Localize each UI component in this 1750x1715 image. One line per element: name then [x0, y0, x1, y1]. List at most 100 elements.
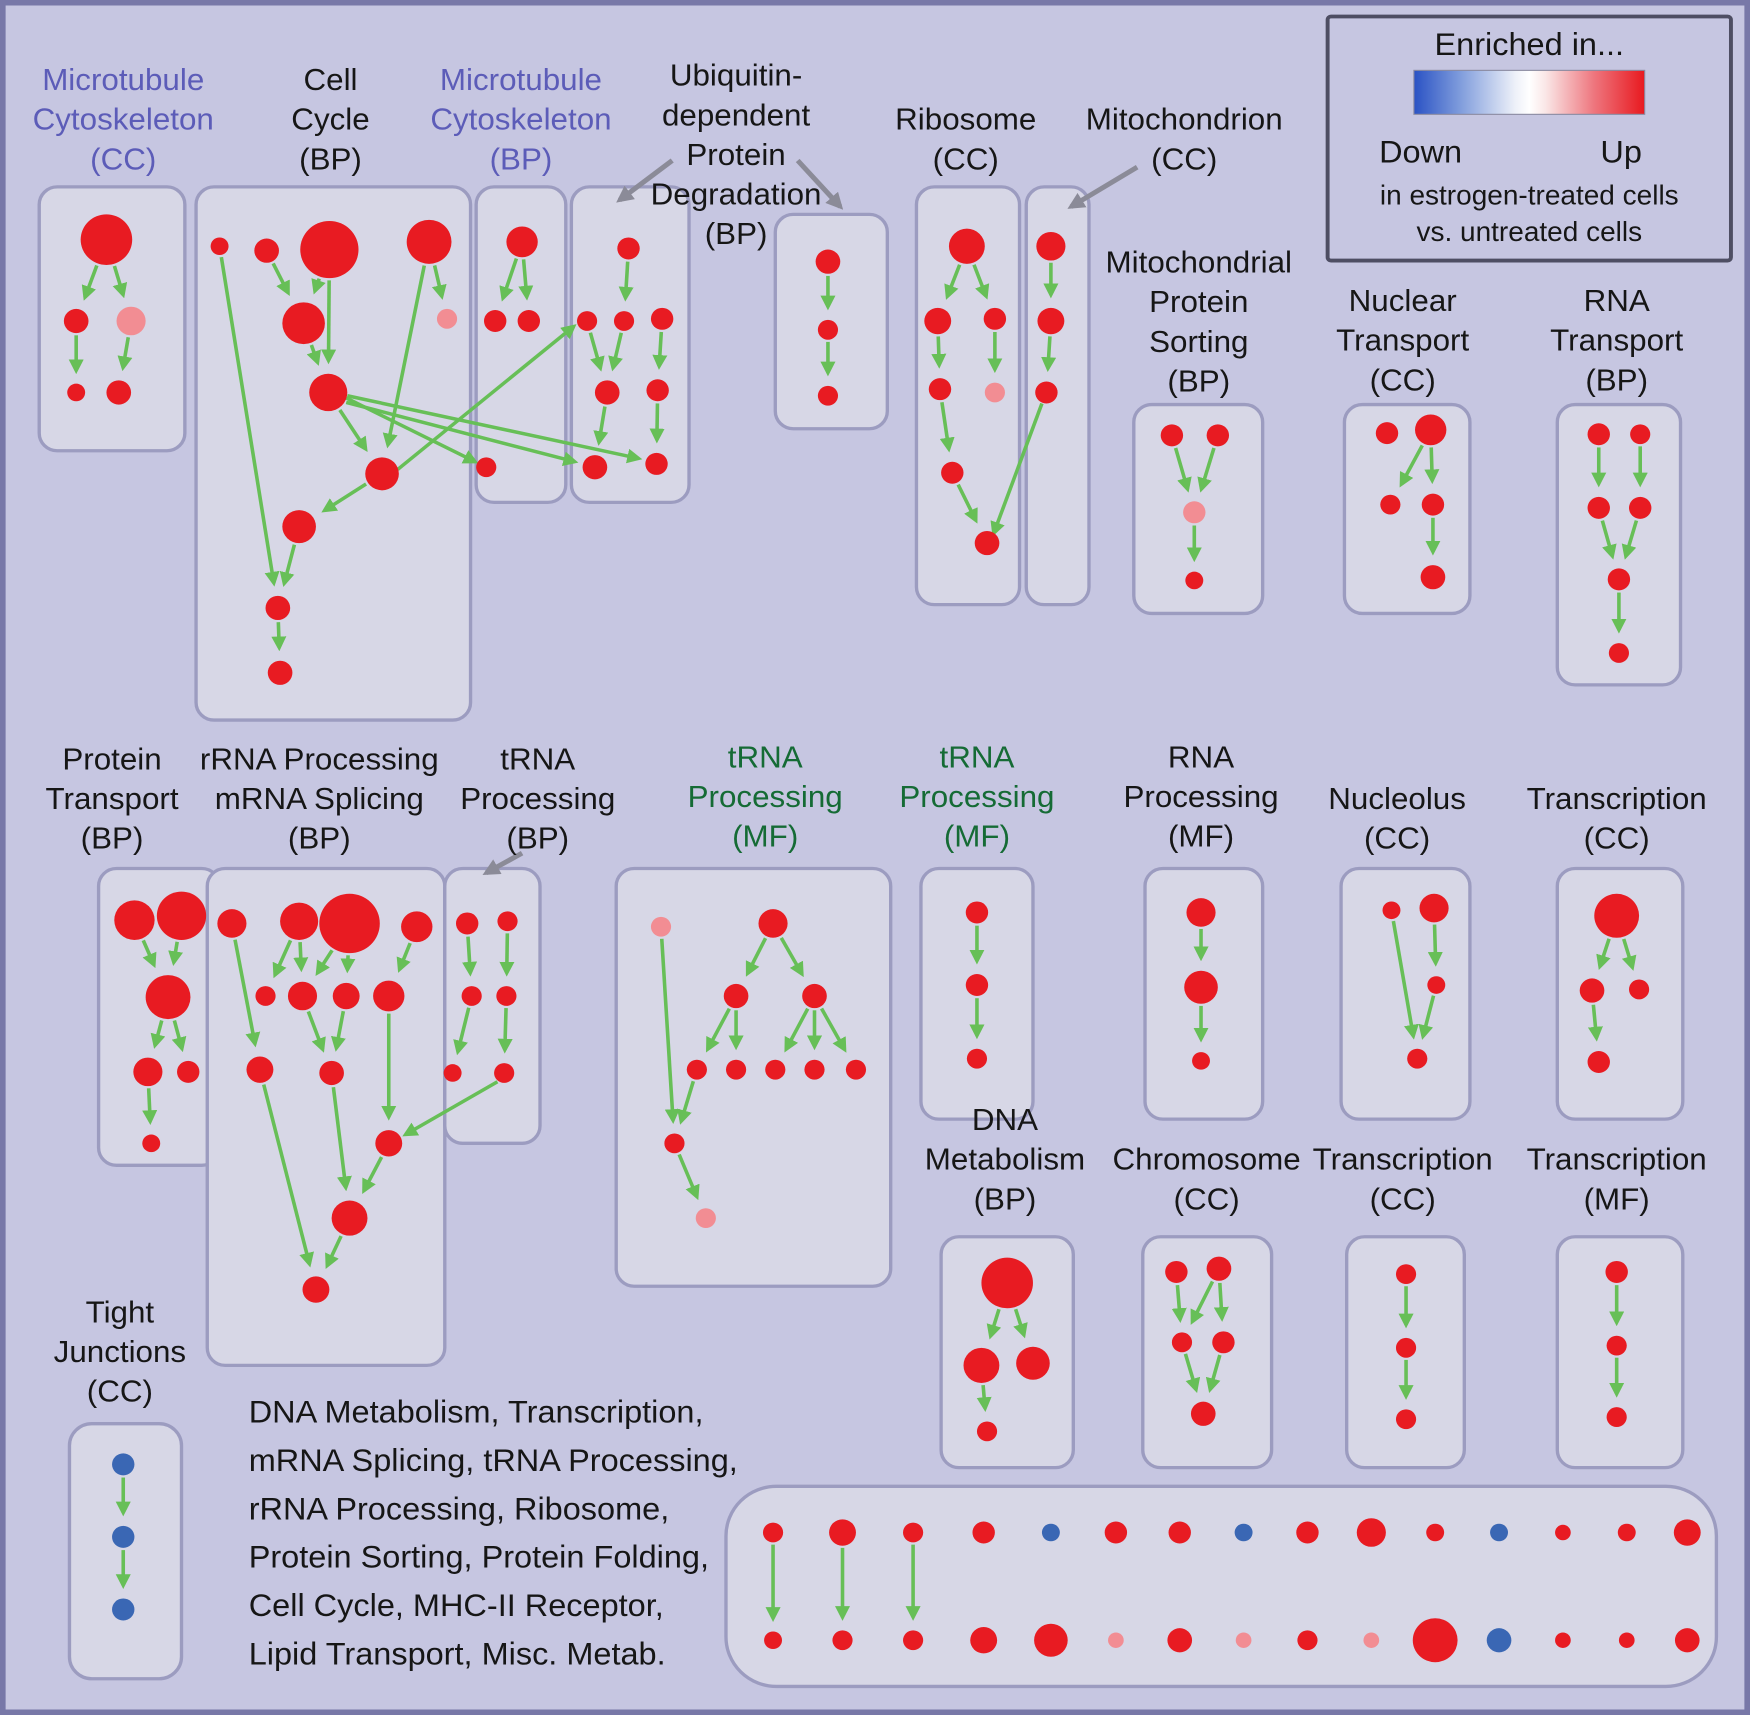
go-term-node — [984, 382, 1005, 403]
edge — [293, 942, 309, 973]
edge — [1173, 447, 1192, 493]
edge — [944, 264, 962, 300]
edge — [150, 1020, 166, 1049]
go-term-node — [332, 982, 360, 1010]
go-term-node — [1104, 1521, 1128, 1544]
go-term-node — [903, 1630, 924, 1651]
go-term-node — [112, 1453, 135, 1476]
edge — [1418, 995, 1436, 1040]
group-label-nucleolus-cc: Nucleolus(CC) — [1328, 781, 1466, 855]
go-term-node — [302, 1276, 330, 1303]
go-term-node — [941, 461, 964, 484]
go-term-node — [758, 909, 788, 938]
go-term-node — [287, 981, 318, 1011]
go-term-node — [80, 214, 133, 265]
group-box-dna-metabolism-bp — [939, 1235, 1075, 1470]
edge — [1041, 336, 1057, 373]
label-pointer-arrow — [1067, 164, 1139, 209]
go-term-node — [1412, 1618, 1458, 1663]
edge — [306, 1010, 326, 1053]
go-term-node — [765, 1059, 786, 1080]
go-term-node — [210, 237, 229, 256]
edge — [931, 336, 947, 369]
label-pointer-arrow — [795, 158, 844, 210]
go-term-node — [1490, 1523, 1509, 1542]
go-term-node — [1607, 568, 1631, 591]
group-label-transcription-cc-bottom: Transcription(CC) — [1313, 1142, 1493, 1216]
edge — [706, 1007, 731, 1053]
go-term-node — [832, 1630, 853, 1651]
edge — [652, 331, 668, 370]
go-term-node — [1167, 1628, 1193, 1653]
group-box-rna-transport-bp — [1555, 402, 1683, 687]
go-term-node — [496, 986, 517, 1006]
edge — [784, 1007, 810, 1053]
edge — [499, 933, 515, 977]
edge — [659, 938, 680, 1124]
go-term-node — [1212, 1331, 1235, 1354]
go-term-node — [1235, 1632, 1252, 1648]
go-term-node — [1555, 1524, 1571, 1541]
go-term-node — [112, 1598, 135, 1621]
edge — [117, 336, 133, 372]
edge — [279, 544, 297, 588]
group-label-mitochondrion-cc: Mitochondrion(CC) — [1086, 102, 1283, 176]
go-term-node — [817, 385, 839, 406]
go-term-node — [282, 302, 325, 345]
go-term-node — [1206, 424, 1230, 447]
note-line-6: Lipid Transport, Misc. Metab. — [249, 1636, 666, 1672]
edge — [233, 939, 261, 1048]
go-term-node — [443, 1064, 462, 1082]
legend-down-label: Down — [1379, 134, 1462, 170]
go-term-node — [1184, 970, 1218, 1004]
go-term-node — [646, 379, 669, 402]
go-term-node — [965, 901, 989, 924]
group-box-mitochondrion-cc — [1024, 185, 1091, 607]
go-term-node — [1674, 1628, 1700, 1653]
edge — [141, 939, 157, 969]
edge — [956, 483, 978, 524]
go-term-node — [695, 1208, 716, 1228]
edge — [1171, 1284, 1187, 1323]
go-term-node — [63, 308, 89, 334]
go-term-node — [267, 660, 293, 685]
edge — [972, 264, 990, 300]
edge — [168, 941, 184, 967]
edge — [362, 1156, 384, 1195]
edge — [1621, 520, 1639, 560]
go-term-node — [1605, 1260, 1628, 1283]
go-term-node — [177, 1060, 200, 1083]
go-term-node — [1041, 1523, 1060, 1542]
edge — [321, 482, 368, 513]
go-term-node — [650, 916, 672, 937]
edge — [340, 955, 356, 974]
go-term-node — [1594, 893, 1640, 938]
go-term-node — [116, 306, 146, 336]
go-term-node — [67, 383, 86, 402]
go-term-node — [1629, 979, 1650, 1000]
go-term-node — [254, 238, 279, 263]
go-term-node — [1606, 1335, 1627, 1356]
legend-title: Enriched in... — [1435, 26, 1625, 62]
go-term-node — [1297, 1630, 1318, 1651]
go-term-node — [1673, 1519, 1701, 1546]
misc-cluster-note: DNA Metabolism, Transcription, mRNA Spli… — [249, 1394, 738, 1672]
legend-subtitle-1: in estrogen-treated cells — [1380, 180, 1679, 211]
go-term-node — [112, 1525, 135, 1548]
edge — [677, 1153, 700, 1201]
go-term-node — [817, 319, 839, 340]
go-term-node — [300, 220, 359, 279]
note-line-5: Cell Cycle, MHC-II Receptor, — [249, 1587, 664, 1623]
go-term-node — [970, 1627, 998, 1654]
go-term-node — [1486, 1628, 1512, 1653]
go-term-node — [331, 1200, 368, 1236]
edge — [1013, 1308, 1028, 1339]
edge — [171, 1020, 187, 1053]
go-term-node — [282, 510, 316, 544]
go-term-node — [476, 457, 497, 478]
go-term-node — [1420, 565, 1446, 590]
